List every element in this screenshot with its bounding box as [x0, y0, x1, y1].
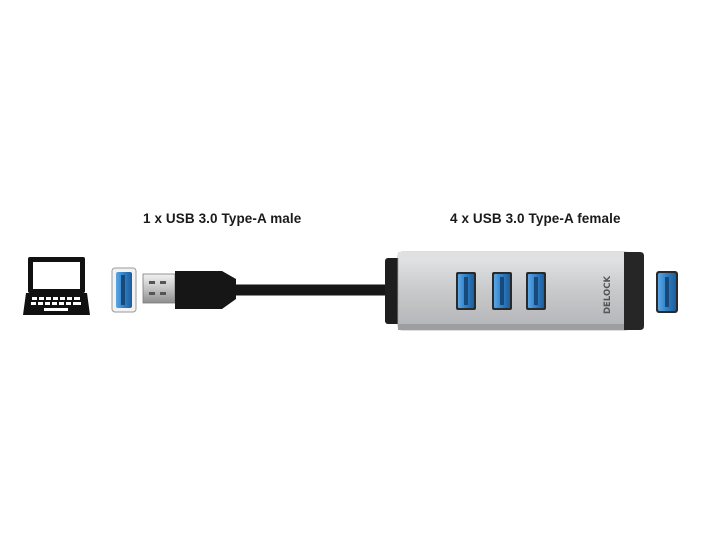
hub-port-3: [526, 272, 546, 310]
usb-port-icon: [111, 267, 137, 313]
male-connector-label: 1 x USB 3.0 Type-A male: [143, 211, 302, 226]
female-ports-label: 4 x USB 3.0 Type-A female: [450, 211, 621, 226]
hub-port-1: [456, 272, 476, 310]
hub-logo: DELOCK: [603, 276, 613, 314]
usb-plug-icon: [142, 271, 236, 309]
laptop-icon: [23, 257, 90, 315]
hub-port-2: [492, 272, 512, 310]
usb-hub-icon: DELOCK: [385, 251, 644, 331]
hub-port-4: [656, 271, 678, 313]
